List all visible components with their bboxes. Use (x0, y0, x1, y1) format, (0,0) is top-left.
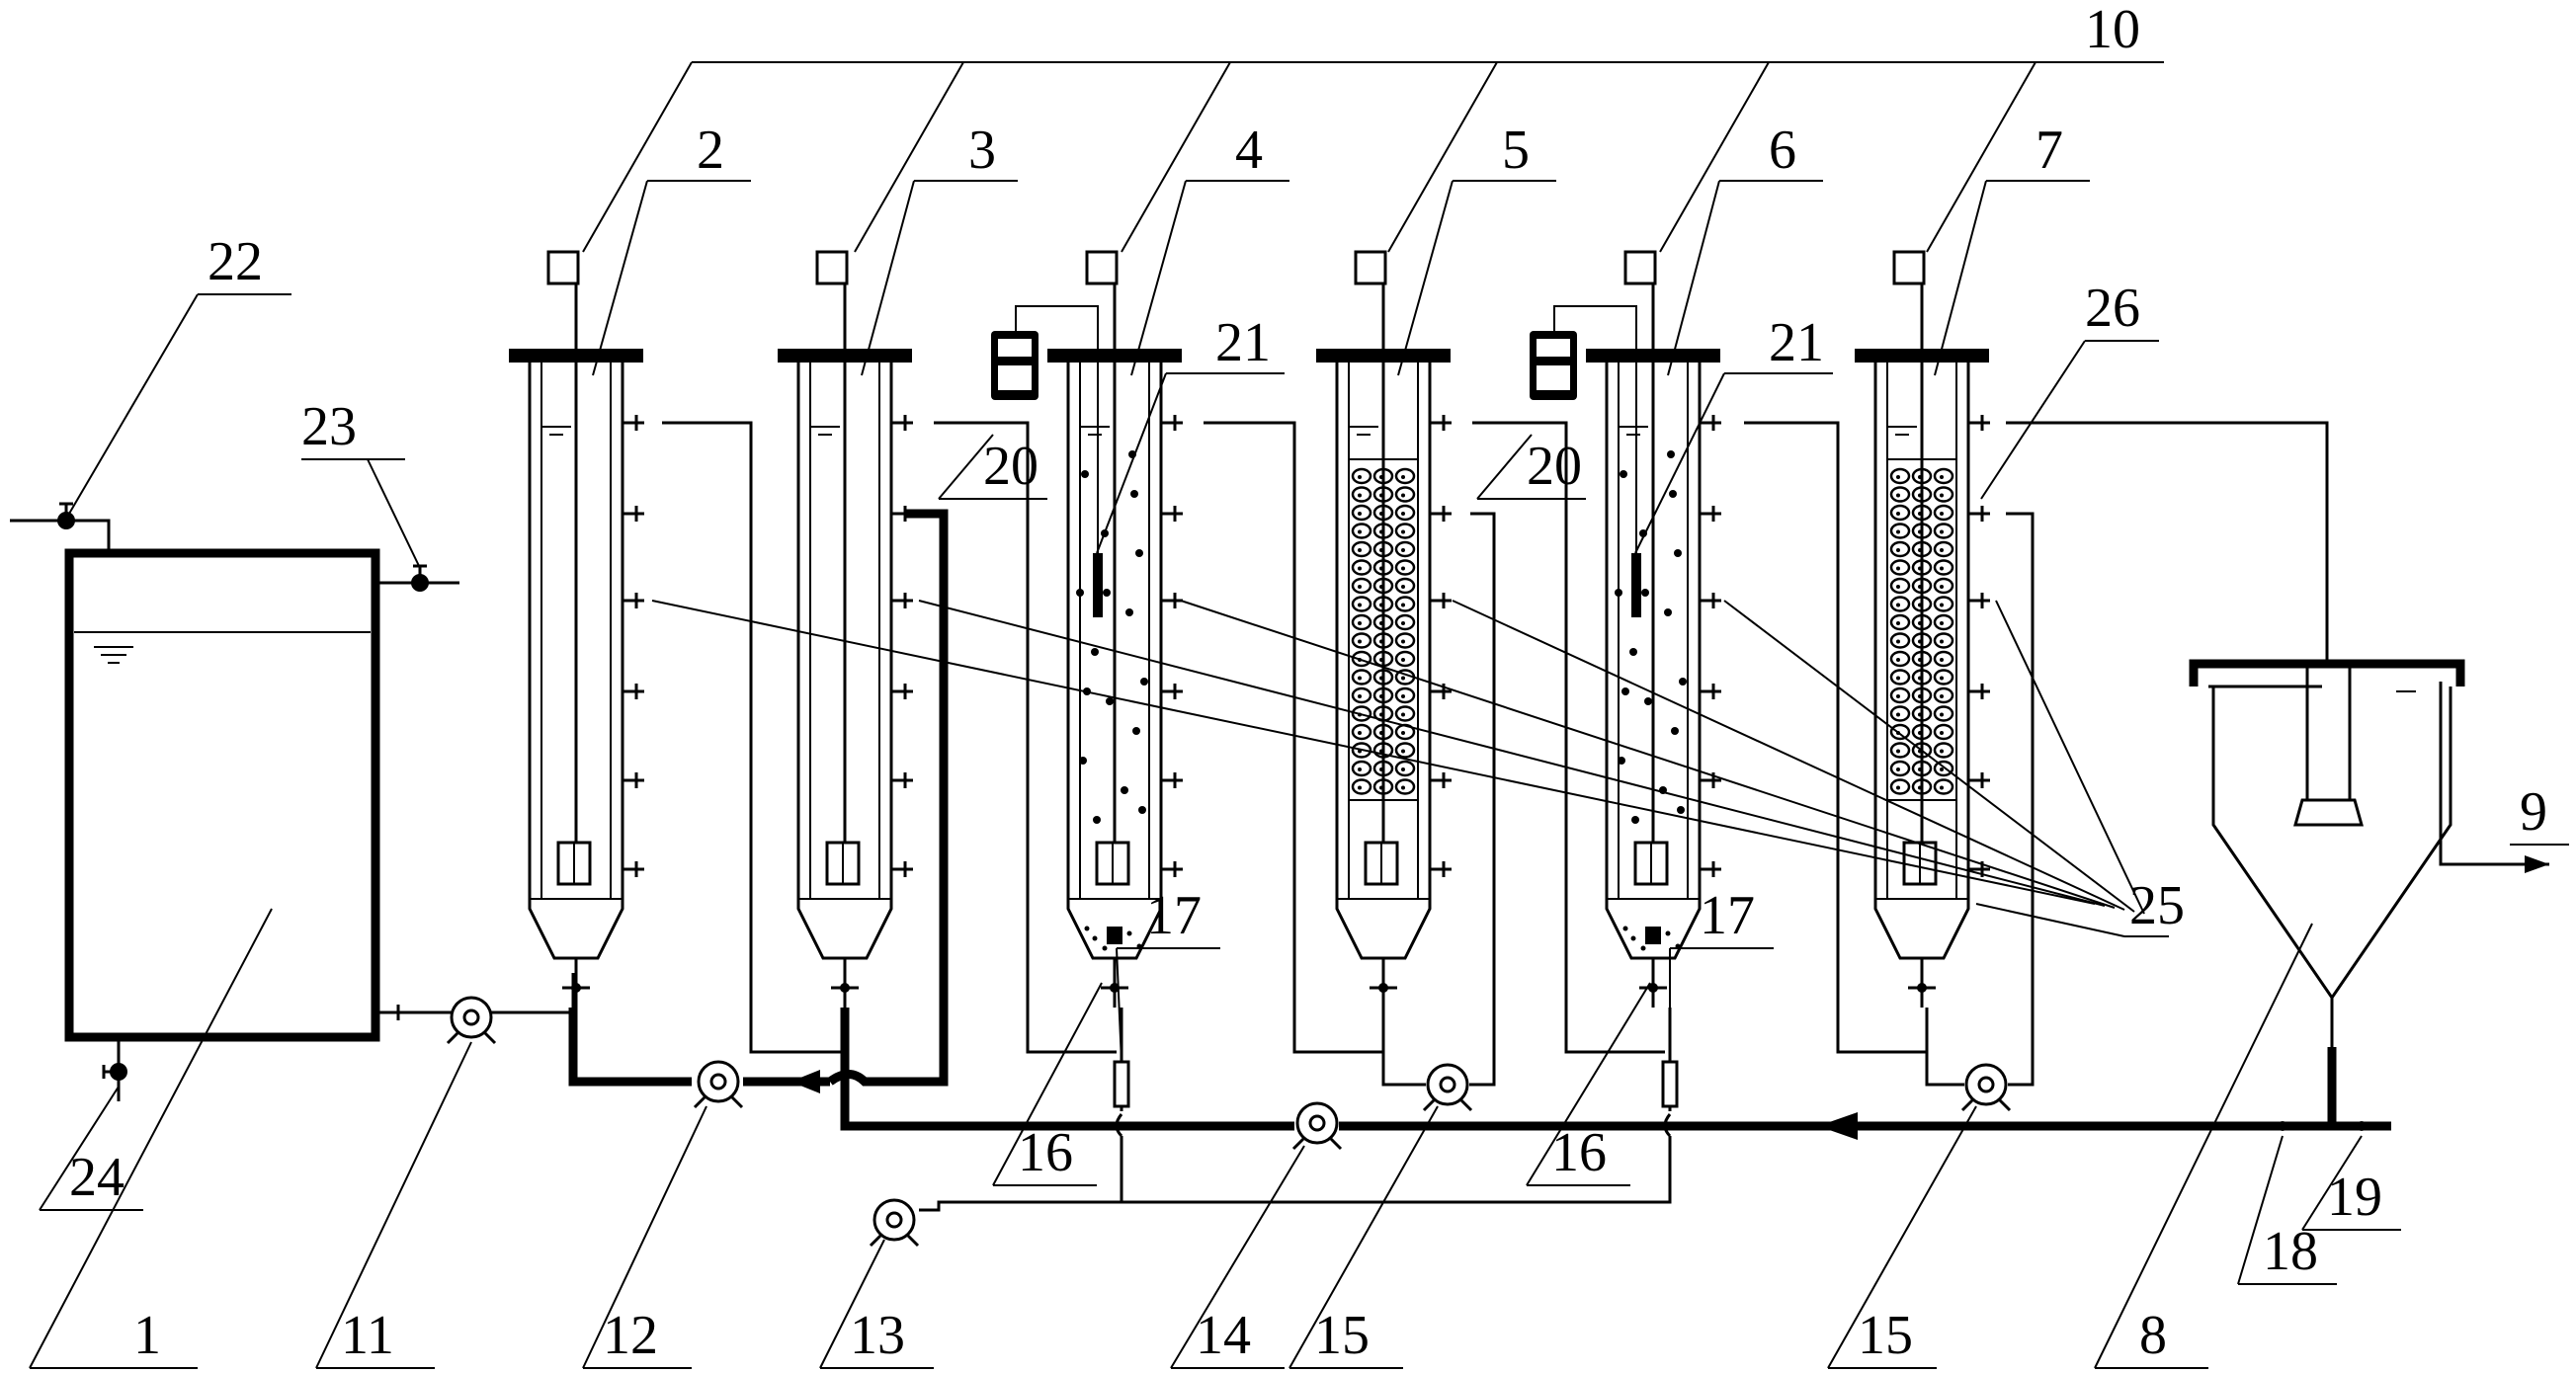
reactor-7 (1855, 250, 1992, 1008)
label-23: 23 (301, 396, 357, 457)
label-11: 11 (341, 1305, 394, 1366)
label-10: 10 (2085, 0, 2140, 60)
label-24: 24 (69, 1147, 125, 1208)
reactor-6 (1530, 250, 1723, 1008)
label-6: 6 (1769, 120, 1796, 181)
label-18: 18 (2263, 1221, 2318, 1282)
reactor-5 (1316, 250, 1454, 1008)
feed-pump (375, 973, 575, 1045)
label-15a: 15 (1314, 1305, 1370, 1366)
label-20b: 20 (1527, 436, 1582, 497)
label-8: 8 (2139, 1305, 2167, 1366)
label-20a: 20 (983, 436, 1039, 497)
label-17b: 17 (1700, 885, 1755, 946)
label-21b: 21 (1769, 312, 1824, 373)
label-12: 12 (603, 1305, 658, 1366)
label-7: 7 (2036, 120, 2063, 181)
label-16a: 16 (1018, 1122, 1073, 1183)
label-1: 1 (133, 1305, 161, 1366)
reactor-4 (991, 250, 1185, 1008)
label-15b: 15 (1858, 1305, 1913, 1366)
label-25: 25 (2129, 875, 2185, 936)
label-22: 22 (208, 231, 263, 292)
feed-tank (10, 502, 459, 1101)
label-14: 14 (1196, 1305, 1251, 1366)
reactor-2 (509, 250, 646, 1008)
label-21a: 21 (1215, 312, 1271, 373)
label-26: 26 (2085, 278, 2140, 339)
label-9: 9 (2520, 781, 2547, 843)
label-5: 5 (1502, 120, 1530, 181)
label-group: 1 2 3 4 5 6 7 8 9 10 11 12 13 14 15 15 1… (29, 0, 2569, 1369)
label-16b: 16 (1551, 1122, 1607, 1183)
settling-tank (2189, 659, 2465, 1047)
label-2: 2 (697, 120, 724, 181)
label-4: 4 (1235, 120, 1263, 181)
reactor-group (509, 250, 1992, 1008)
label-13: 13 (850, 1305, 905, 1366)
reactor-3 (778, 250, 915, 1008)
control-bus (582, 61, 2164, 253)
label-3: 3 (968, 120, 996, 181)
label-19: 19 (2327, 1167, 2382, 1228)
piping (568, 421, 2549, 1248)
label-17a: 17 (1146, 885, 1202, 946)
